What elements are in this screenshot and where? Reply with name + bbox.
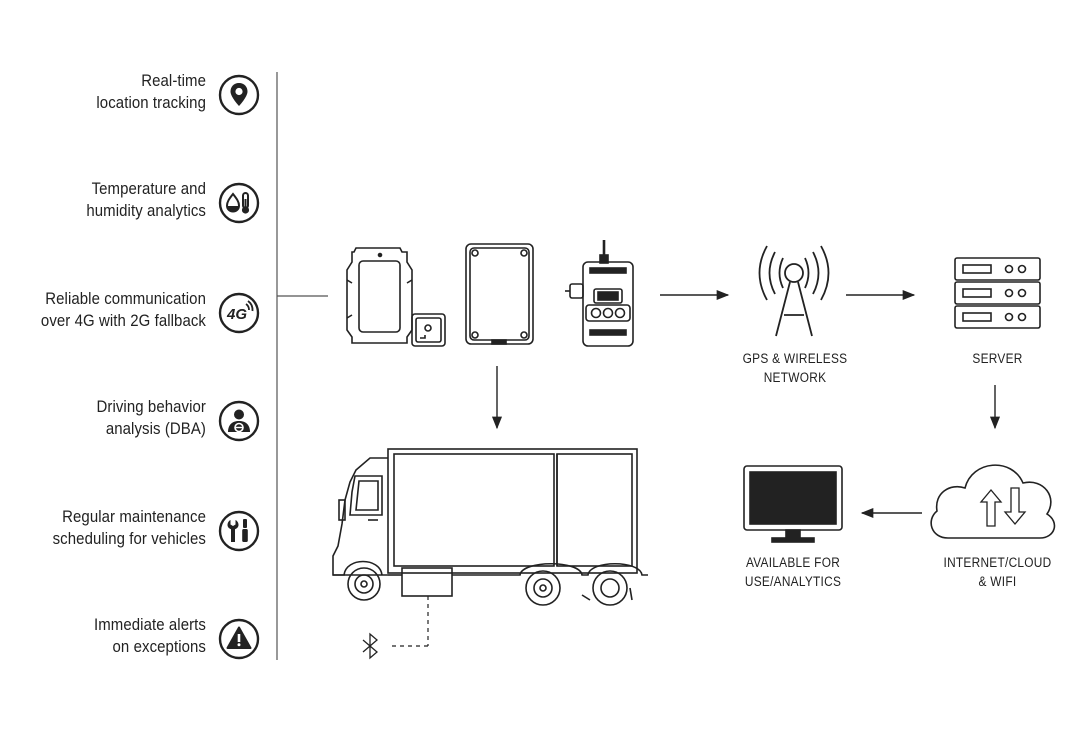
cloud-caption-line1: INTERNET/CLOUD <box>943 555 1052 570</box>
network-caption-line2: NETWORK <box>763 370 827 385</box>
monitor-caption-line2: USE/ANALYTICS <box>744 574 842 589</box>
thermometer-humidity-icon <box>218 182 260 224</box>
feature-label-line2: over 4G with 2G fallback <box>40 311 206 330</box>
monitor-caption-line1: AVAILABLE FOR <box>745 555 841 570</box>
feature-label-line2: scheduling for vehicles <box>52 529 207 548</box>
feature-label-line2: analysis (DBA) <box>105 419 206 438</box>
antenna-tower-icon <box>758 245 830 337</box>
server-caption-line1: SERVER <box>972 351 1023 366</box>
feature-label-line2: on exceptions <box>112 637 206 656</box>
cloud-icon <box>930 464 1056 539</box>
feature-label-line1: Real-time <box>141 71 206 90</box>
feature-4g-communication: Reliable communication over 4G with 2G f… <box>0 288 262 340</box>
feature-label-line1: Temperature and <box>91 179 206 198</box>
refrigerated-truck <box>332 448 648 647</box>
monitor-caption: AVAILABLE FOR USE/ANALYTICS <box>733 553 853 591</box>
location-pin-icon <box>218 74 260 116</box>
cloud-caption-line2: & WIFI <box>978 574 1017 589</box>
tracker-device <box>346 247 446 347</box>
driver-icon <box>218 400 260 442</box>
tools-icon <box>218 510 260 552</box>
feature-alerts: Immediate alerts on exceptions <box>0 614 262 666</box>
feature-label-line1: Reliable communication <box>45 289 206 308</box>
feature-label-line1: Driving behavior <box>96 397 206 416</box>
feature-label-line2: location tracking <box>96 93 206 112</box>
enclosure-device <box>465 243 534 345</box>
feature-label-line1: Immediate alerts <box>94 615 206 634</box>
feature-maintenance: Regular maintenance scheduling for vehic… <box>0 506 262 558</box>
dba-device <box>565 240 634 347</box>
feature-driving-behavior: Driving behavior analysis (DBA) <box>0 396 262 448</box>
cloud-caption: INTERNET/CLOUD & WIFI <box>934 553 1062 591</box>
network-caption-line1: GPS & WIRELESS <box>742 351 848 366</box>
bluetooth-icon <box>362 632 378 660</box>
4g-signal-icon: 4G <box>218 292 260 334</box>
feature-temperature-humidity: Temperature and humidity analytics <box>0 178 262 230</box>
warning-icon <box>218 618 260 660</box>
feature-label-line2: humidity analytics <box>86 201 206 220</box>
monitor-icon <box>743 465 843 543</box>
4g-text: 4G <box>226 306 247 323</box>
network-caption: GPS & WIRELESS NETWORK <box>738 349 852 387</box>
feature-location-tracking: Real-time location tracking <box>0 70 262 122</box>
feature-label-line1: Regular maintenance <box>62 507 206 526</box>
server-icon <box>954 257 1041 329</box>
server-caption: SERVER <box>947 349 1048 368</box>
